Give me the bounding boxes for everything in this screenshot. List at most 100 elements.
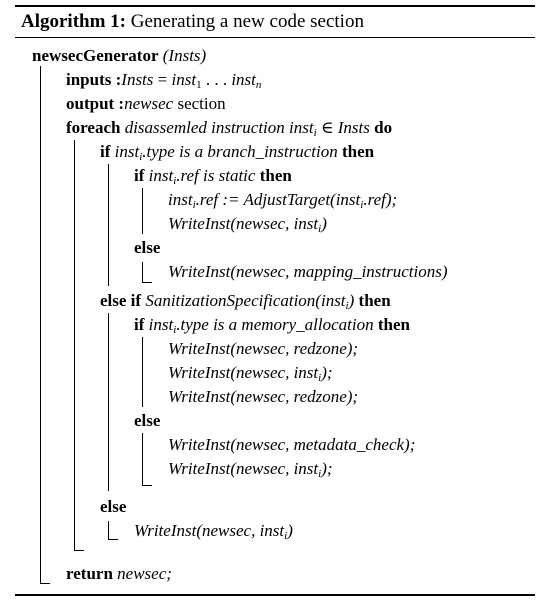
stmt2-c: ) bbox=[321, 214, 327, 233]
else-keyword-3: else bbox=[100, 497, 127, 516]
top-rule bbox=[15, 5, 535, 7]
inputs-line: inputs :Insts = inst1 . . . instn bbox=[66, 69, 261, 91]
if1-inst: inst bbox=[110, 142, 140, 161]
algorithm-caption: Algorithm 1: Generating a new code secti… bbox=[21, 9, 364, 35]
inputs-dots: . . . bbox=[201, 70, 232, 89]
else-keyword-1: else bbox=[134, 238, 161, 257]
if3-sub: i bbox=[173, 324, 177, 336]
if3-cond: .type is a memory_allocation bbox=[176, 315, 374, 334]
scope-end-else-3 bbox=[108, 539, 118, 540]
scope-line-else-2 bbox=[142, 433, 143, 485]
stmt9-c: ) bbox=[287, 521, 293, 540]
if1-keyword: if bbox=[100, 142, 111, 161]
bottom-rule bbox=[15, 594, 535, 596]
write-inst-stmt-4: WriteInst(newsec, insti) bbox=[134, 520, 293, 542]
caption-label: Algorithm 1: bbox=[21, 11, 127, 32]
stmt1-b: .ref := AdjustTarget(inst bbox=[195, 190, 361, 209]
if3-inst: inst bbox=[144, 315, 174, 334]
foreach-in: ∈ bbox=[316, 118, 338, 137]
stmt2-a: WriteInst(newsec, inst bbox=[168, 214, 319, 233]
if2-sub: i bbox=[173, 175, 177, 187]
inputs-keyword: inputs : bbox=[66, 70, 122, 89]
foreach-keyword: foreach bbox=[66, 118, 121, 137]
scope-end-else-2 bbox=[142, 485, 152, 486]
procedure-arg: (Insts) bbox=[162, 46, 207, 65]
else-keyword-2: else bbox=[134, 411, 161, 430]
output-line: output :newsec section bbox=[66, 93, 226, 115]
scope-line-procedure bbox=[40, 66, 41, 583]
return-line: return newsec; bbox=[66, 563, 172, 585]
stmt8-sub: i bbox=[318, 468, 322, 480]
stmt5-a: WriteInst(newsec, inst bbox=[168, 363, 319, 382]
stmt5-c: ); bbox=[321, 363, 333, 382]
elseif-keyword: else if bbox=[100, 291, 142, 310]
caption-text: Generating a new code section bbox=[130, 11, 364, 32]
if1-cond: .type is a branch_instruction bbox=[142, 142, 338, 161]
write-mapping-stmt: WriteInst(newsec, mapping_instructions) bbox=[168, 262, 448, 281]
scope-end-foreach bbox=[74, 550, 84, 551]
write-inst-stmt-1: WriteInst(newsec, insti) bbox=[168, 213, 327, 235]
return-value: newsec; bbox=[112, 564, 172, 583]
elseif-sub: i bbox=[345, 300, 349, 312]
stmt1-sub: i bbox=[192, 199, 196, 211]
scope-line-if-branch bbox=[108, 164, 109, 286]
write-redzone-stmt-1: WriteInst(newsec, redzone); bbox=[168, 339, 359, 358]
elseif-then: then bbox=[354, 291, 391, 310]
adjust-target-stmt: insti.ref := AdjustTarget(insti.ref); bbox=[168, 189, 397, 211]
procedure-name: newsecGenerator bbox=[32, 46, 159, 65]
if-branch-line: if insti.type is a branch_instruction th… bbox=[100, 141, 374, 163]
write-inst-stmt-3: WriteInst(newsec, insti); bbox=[168, 458, 333, 480]
scope-line-else-3 bbox=[108, 521, 109, 539]
if-memory-line: if insti.type is a memory_allocation the… bbox=[134, 314, 410, 336]
output-rest: section bbox=[173, 94, 226, 113]
scope-line-else-1 bbox=[142, 262, 143, 282]
scope-line-else-if bbox=[108, 313, 109, 491]
write-redzone-stmt-2: WriteInst(newsec, redzone); bbox=[168, 387, 359, 406]
foreach-sub: i bbox=[313, 127, 317, 139]
write-metadata-stmt: WriteInst(newsec, metadata_check); bbox=[168, 435, 416, 454]
stmt9-a: WriteInst(newsec, inst bbox=[134, 521, 285, 540]
inputs-eq: = bbox=[153, 70, 172, 89]
scope-end-else-1 bbox=[142, 282, 152, 283]
inputs-inst1: inst bbox=[171, 70, 197, 89]
else-if-line: else if SanitizationSpecification(insti)… bbox=[100, 290, 391, 312]
foreach-do: do bbox=[369, 118, 393, 137]
inputs-var: Insts bbox=[121, 70, 154, 89]
if1-sub: i bbox=[139, 151, 143, 163]
output-var: newsec bbox=[124, 94, 174, 113]
if2-keyword: if bbox=[134, 166, 145, 185]
stmt2-sub: i bbox=[318, 223, 322, 235]
procedure-header: newsecGenerator (Insts) bbox=[32, 45, 206, 67]
if1-then: then bbox=[337, 142, 375, 161]
stmt1-a: inst bbox=[168, 190, 193, 209]
inputs-sub1: 1 bbox=[196, 79, 202, 91]
if2-inst: inst bbox=[144, 166, 174, 185]
if3-keyword: if bbox=[134, 315, 145, 334]
inputs-instn: inst bbox=[231, 70, 256, 89]
stmt1-sub2: i bbox=[360, 199, 364, 211]
if2-cond: .ref is static bbox=[176, 166, 256, 185]
stmt8-a: WriteInst(newsec, inst bbox=[168, 459, 319, 478]
inputs-subn: n bbox=[255, 79, 262, 91]
scope-end-procedure bbox=[40, 583, 50, 584]
caption-rule bbox=[15, 37, 535, 38]
foreach-inst: inst bbox=[289, 118, 314, 137]
scope-line-if-static bbox=[142, 188, 143, 234]
foreach-insts: Insts bbox=[337, 118, 370, 137]
elseif-cond: SanitizationSpecification(inst bbox=[141, 291, 346, 310]
stmt5-sub: i bbox=[318, 372, 322, 384]
scope-line-if-memory bbox=[142, 337, 143, 407]
if-static-line: if insti.ref is static then bbox=[134, 165, 292, 187]
scope-line-foreach bbox=[74, 140, 75, 550]
foreach-text: disassemled instruction bbox=[120, 118, 290, 137]
elseif-close: ) bbox=[348, 291, 355, 310]
if3-then: then bbox=[373, 315, 410, 334]
if2-then: then bbox=[255, 166, 292, 185]
foreach-line: foreach disassemled instruction insti ∈ … bbox=[66, 117, 392, 139]
stmt1-c: .ref); bbox=[363, 190, 398, 209]
output-keyword: output : bbox=[66, 94, 125, 113]
write-inst-stmt-2: WriteInst(newsec, insti); bbox=[168, 362, 333, 384]
stmt8-c: ); bbox=[321, 459, 333, 478]
stmt9-sub: i bbox=[284, 530, 288, 542]
